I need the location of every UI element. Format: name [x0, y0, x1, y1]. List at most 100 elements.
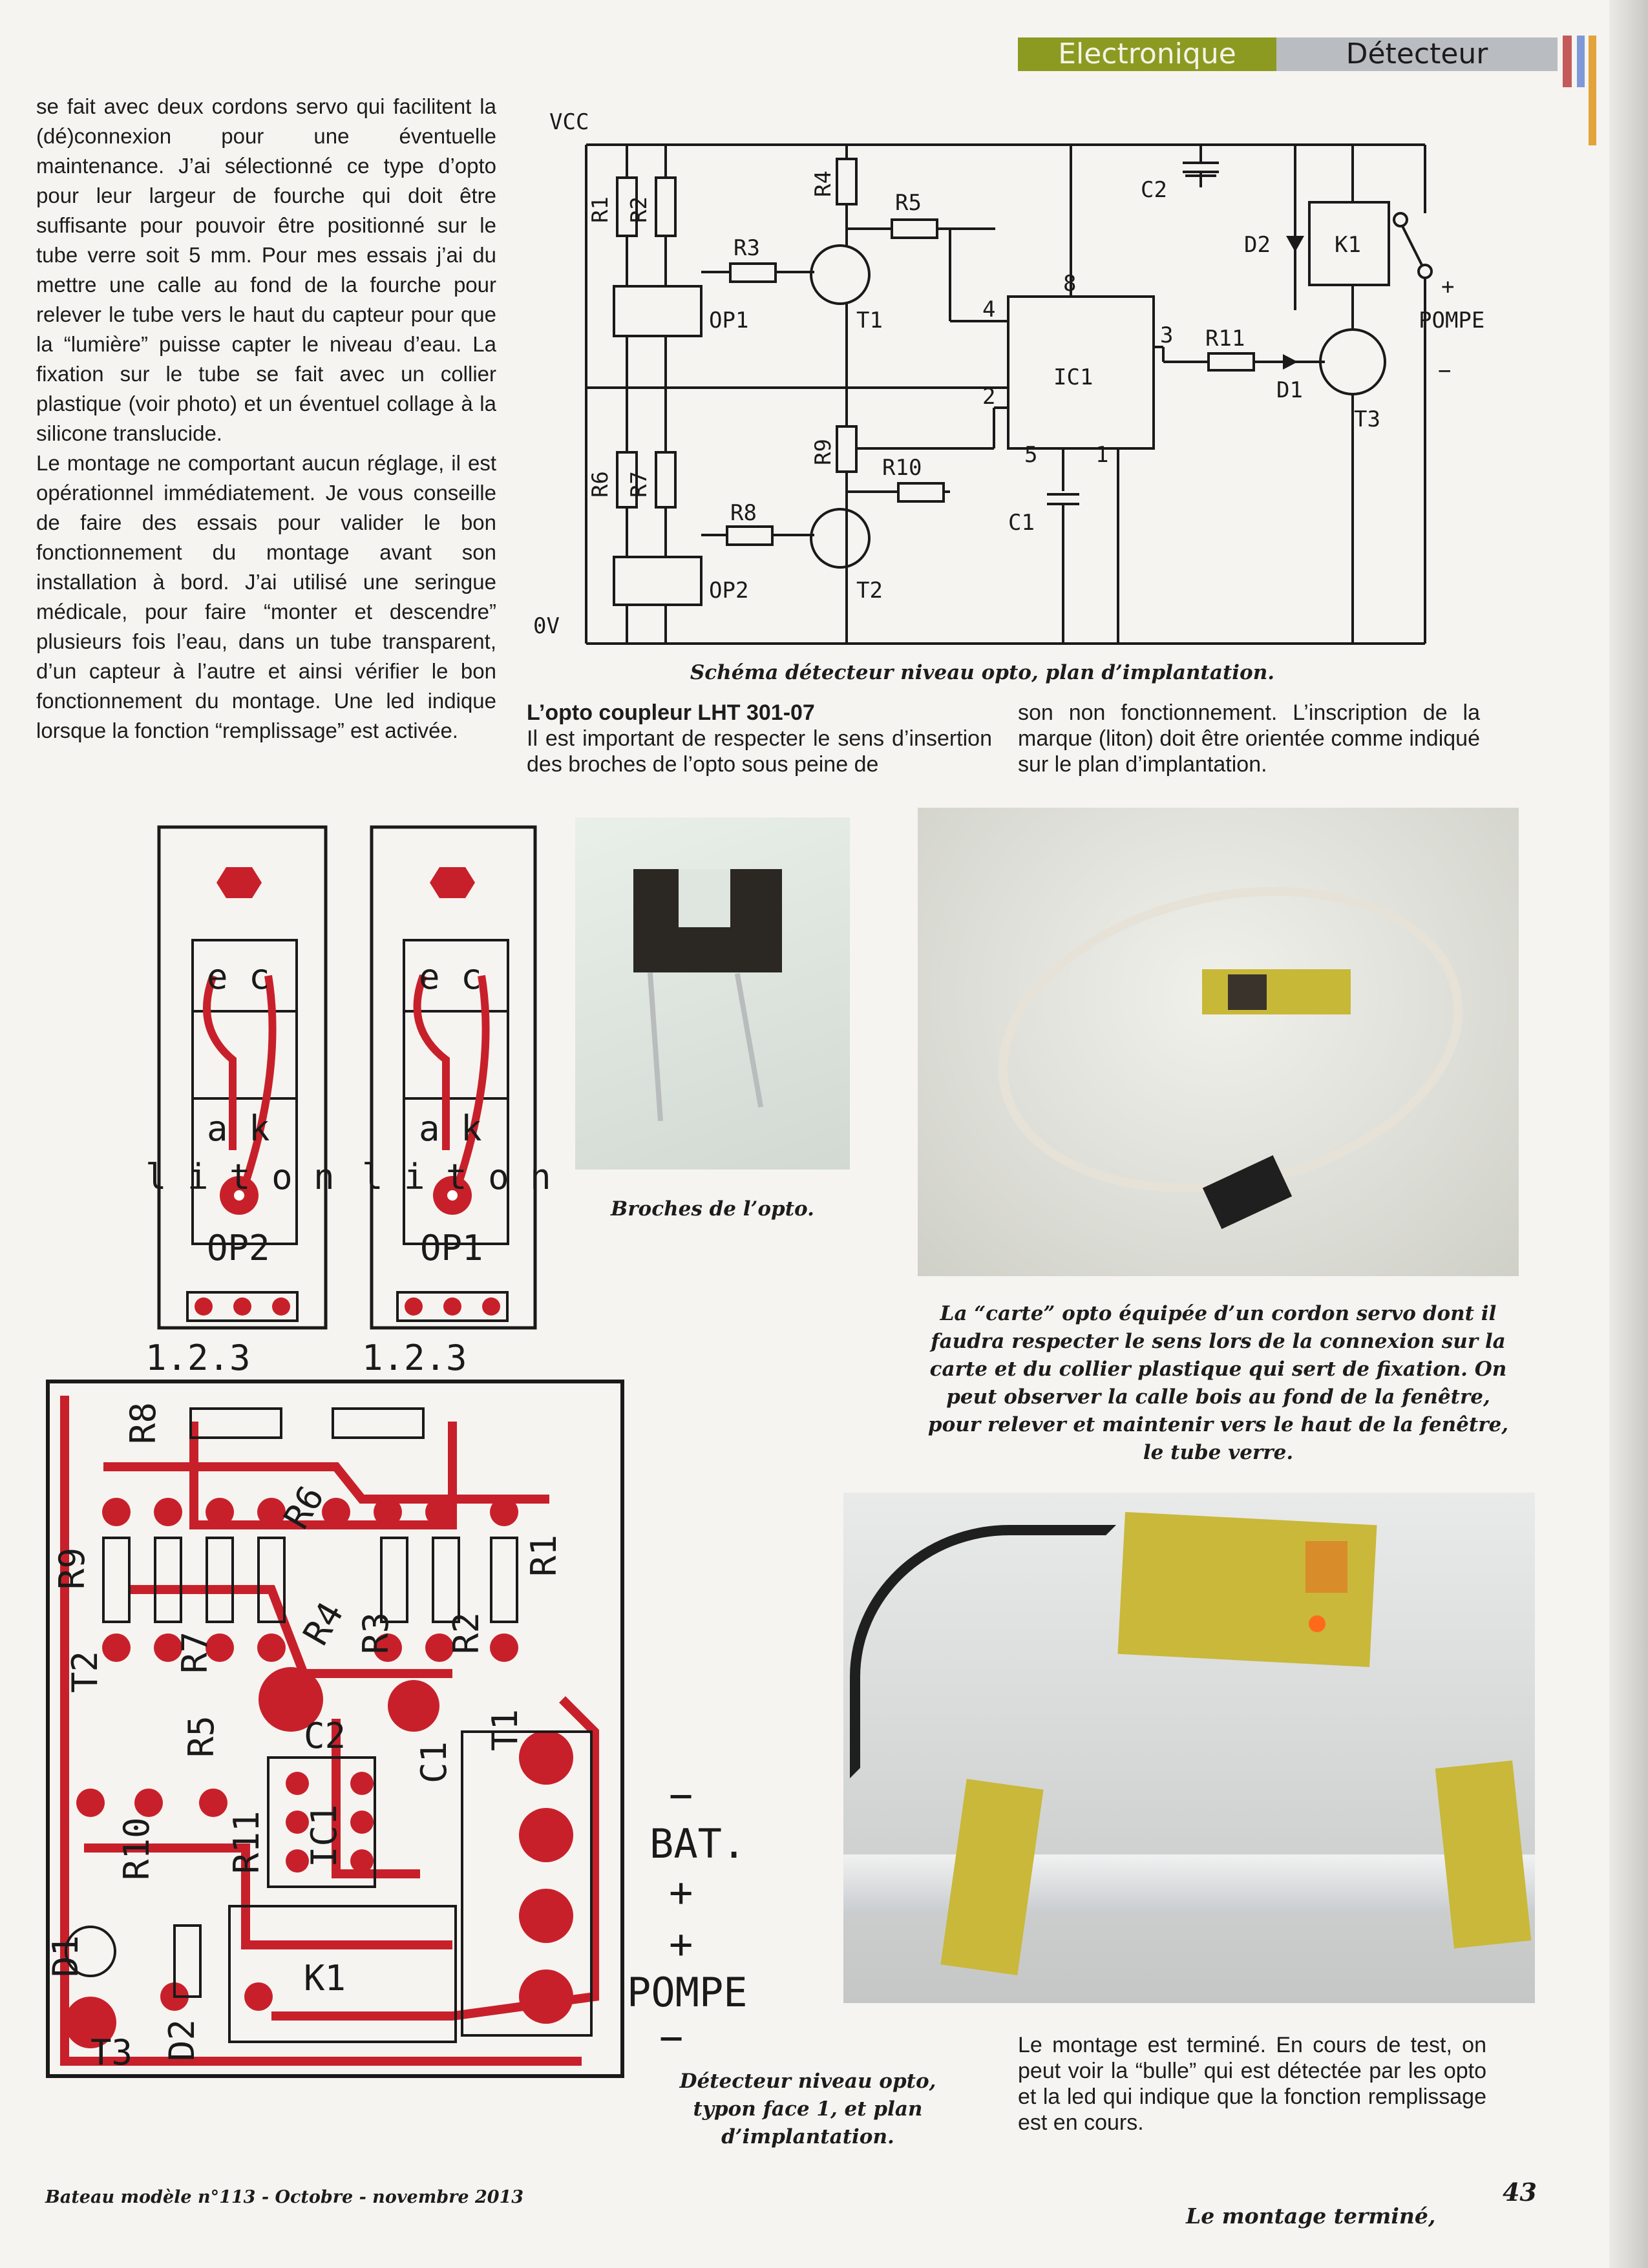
- pcb-d1: D1: [45, 1935, 86, 1977]
- r4-label: R4: [810, 171, 836, 197]
- pcb-r11: R11: [226, 1811, 267, 1874]
- circuit-schematic: VCC 0V R1 R2 R4 R3 R5 OP1 T1 8 4 2 3 5 1…: [533, 109, 1484, 645]
- servo-cable: [850, 1525, 1116, 1778]
- pcb-caption: Détecteur niveau opto, typon face 1, et …: [679, 2070, 936, 2148]
- pcb-r2: R2: [446, 1612, 487, 1654]
- article-text-column-1: se fait avec deux cordons servo qui faci…: [36, 92, 496, 746]
- glass-tube: [843, 1854, 1535, 1913]
- k1-label: K1: [1335, 232, 1361, 258]
- r10-label: R10: [882, 455, 922, 481]
- main-pcb: R8 R9 R6 R1 R7 R4 R3 R2 T2 C2 T1 R5 IC1 …: [45, 1380, 624, 2078]
- c1-label: C1: [1008, 510, 1035, 536]
- r8-label: R8: [730, 500, 757, 526]
- pcb-d2: D2: [162, 2019, 202, 2061]
- pin-3: 3: [1160, 322, 1173, 348]
- opto-text-right: son non fonctionnement. L’inscription de…: [1018, 700, 1480, 777]
- pump-plus-label: +: [1441, 274, 1454, 300]
- pcb-r4: R4: [295, 1595, 352, 1652]
- ground-label: 0V: [533, 613, 560, 639]
- r1-label: R1: [587, 196, 613, 223]
- pcb-r10: R10: [116, 1817, 157, 1880]
- d1-label: D1: [1276, 377, 1303, 403]
- opto-card: [1202, 969, 1351, 1014]
- pin-4: 4: [982, 297, 995, 322]
- c2-label: C2: [1141, 177, 1167, 203]
- pin-8: 8: [1063, 271, 1076, 297]
- opto-pin-label-ak: a k: [419, 1108, 482, 1149]
- r3-label: R3: [734, 235, 760, 261]
- section-label: Electronique: [1018, 37, 1276, 71]
- vcc-label: VCC: [549, 109, 589, 135]
- r7-label: R7: [626, 471, 652, 498]
- opto-slot: [679, 869, 730, 927]
- edge-tab-blue: [1577, 36, 1585, 87]
- opto-board-op2: [157, 825, 328, 1330]
- r6-label: R6: [587, 471, 613, 498]
- pcb-k1: K1: [304, 1958, 346, 1999]
- opto-pin-label-ec: e c: [419, 956, 482, 997]
- pcb-c1: C1: [414, 1741, 454, 1783]
- t3-label: T3: [1354, 406, 1380, 432]
- opto-component: [1228, 974, 1267, 1010]
- opto-board-op1: [370, 825, 537, 1330]
- pcb-t3: T3: [90, 2032, 132, 2073]
- opto-card-left: [940, 1779, 1044, 1975]
- pump-label: POMPE: [627, 1969, 748, 2016]
- schematic-caption: Schéma détecteur niveau opto, plan d’imp…: [690, 661, 1275, 684]
- op2-label: OP2: [207, 1228, 270, 1268]
- r5-label: R5: [895, 190, 922, 216]
- pcb-r3: R3: [355, 1612, 396, 1654]
- pcb-t2: T2: [65, 1651, 105, 1693]
- opto-photo-caption: Broches de l’opto.: [611, 1197, 814, 1221]
- card-photo-caption: La “carte” opto équipée d’un cordon serv…: [927, 1302, 1509, 1464]
- pcb-c2: C2: [304, 1716, 346, 1756]
- pin-1: 1: [1095, 442, 1108, 468]
- opto-card-right: [1435, 1760, 1532, 1949]
- r9-label: R9: [810, 439, 836, 465]
- pcb-t1: T1: [485, 1709, 525, 1751]
- opto-pin-label-ak: a k: [207, 1108, 270, 1149]
- pcb-r1: R1: [523, 1535, 564, 1577]
- pcb-r7: R7: [174, 1632, 215, 1674]
- opto-text-left: Il est important de respecter le sens d’…: [527, 726, 992, 777]
- photo-finished-assembly: [843, 1493, 1535, 2003]
- ic1-label: IC1: [1053, 364, 1093, 390]
- op2-label: OP2: [709, 578, 748, 604]
- liton-mark: l i t o n: [362, 1157, 551, 1197]
- op1-label: OP1: [420, 1228, 483, 1268]
- relay: [1305, 1541, 1347, 1593]
- d2-label: D2: [1244, 232, 1271, 258]
- r2-label: R2: [626, 196, 652, 223]
- bat-label: BAT.: [650, 1820, 746, 1867]
- pcb-r5: R5: [181, 1716, 222, 1758]
- pump-plus-label: +: [669, 1920, 693, 1968]
- pump-label: POMPE: [1419, 308, 1484, 333]
- edge-tab-red: [1563, 36, 1572, 87]
- photo-opto-card: [918, 808, 1519, 1276]
- pin-numbers: 1.2.3: [362, 1338, 467, 1378]
- opto-section-left: L’opto coupleur LHT 301-07 Il est import…: [527, 700, 992, 777]
- pcb-layout: e c a k l i t o n OP2 1.2.3 e c a k l i …: [45, 825, 748, 2078]
- paragraph: se fait avec deux cordons servo qui faci…: [36, 94, 496, 445]
- next-page-teaser: Le montage terminé,: [1186, 2203, 1436, 2229]
- finished-text: Le montage est terminé. En cours de test…: [1018, 2033, 1486, 2135]
- pcb-r9: R9: [52, 1548, 92, 1590]
- pin-2: 2: [982, 384, 995, 410]
- paragraph: Le montage ne comportant aucun réglage, …: [36, 451, 496, 742]
- pump-minus-label: −: [659, 2014, 683, 2061]
- opto-pin-label-ec: e c: [207, 956, 270, 997]
- bat-minus-label: −: [669, 1772, 693, 1819]
- topic-label: Détecteur: [1276, 37, 1558, 71]
- pcb-r8: R8: [123, 1402, 164, 1444]
- page-number: 43: [1503, 2178, 1537, 2207]
- bat-plus-label: +: [669, 1869, 693, 1916]
- liton-mark: l i t o n: [145, 1157, 335, 1197]
- t1-label: T1: [856, 308, 883, 333]
- pin-5: 5: [1024, 442, 1037, 468]
- magazine-footer: Bateau modèle n°113 - Octobre - novembre…: [45, 2187, 524, 2207]
- t2-label: T2: [856, 578, 883, 604]
- opto-heading: L’opto coupleur LHT 301-07: [527, 700, 815, 725]
- op1-label: OP1: [709, 308, 748, 333]
- r11-label: R11: [1205, 326, 1245, 352]
- led: [1309, 1615, 1326, 1632]
